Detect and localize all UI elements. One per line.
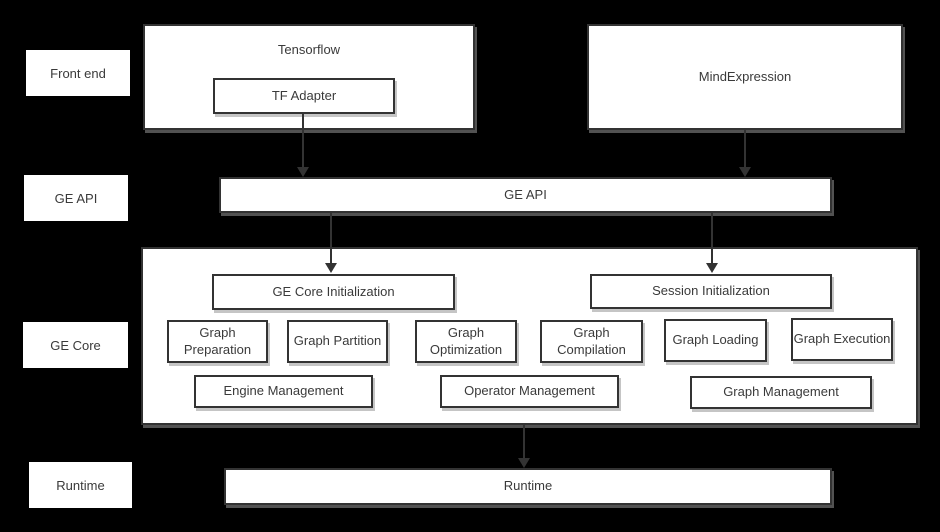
graph-loading-box: Graph Loading	[664, 319, 767, 362]
ge-core-box: GE Core Initialization Session Initializ…	[141, 247, 918, 425]
graph-preparation-box: Graph Preparation	[167, 320, 268, 363]
operator-management-box: Operator Management	[440, 375, 619, 408]
runtime-bar: Runtime	[224, 468, 832, 505]
row-label-ge-api: GE API	[24, 175, 128, 221]
session-initialization-box: Session Initialization	[590, 274, 832, 309]
graph-optimization-box: Graph Optimization	[415, 320, 517, 363]
graph-execution-box: Graph Execution	[791, 318, 893, 361]
tf-adapter-box: TF Adapter	[213, 78, 395, 114]
row-label-ge-core: GE Core	[23, 322, 128, 368]
graph-compilation-box: Graph Compilation	[540, 320, 643, 363]
row-label-front-end: Front end	[26, 50, 130, 96]
graph-management-box: Graph Management	[690, 376, 872, 409]
ge-api-bar: GE API	[219, 177, 832, 213]
mindexpression-box: MindExpression	[587, 24, 903, 130]
arrow-ge-api-to-ge-core-initialization	[325, 213, 337, 273]
graph-partition-box: Graph Partition	[287, 320, 388, 363]
arrow-tf-adapter-to-ge-api	[297, 113, 309, 177]
arrow-mindexpression-to-ge-api	[739, 130, 751, 177]
row-label-runtime: Runtime	[29, 462, 132, 508]
engine-management-box: Engine Management	[194, 375, 373, 408]
tensorflow-title: Tensorflow	[277, 42, 341, 57]
ge-core-initialization-box: GE Core Initialization	[212, 274, 455, 310]
arrow-ge-api-to-session-initialization	[706, 213, 718, 273]
arrow-ge-core-to-runtime	[518, 425, 530, 468]
tensorflow-box: Tensorflow TF Adapter	[143, 24, 475, 130]
